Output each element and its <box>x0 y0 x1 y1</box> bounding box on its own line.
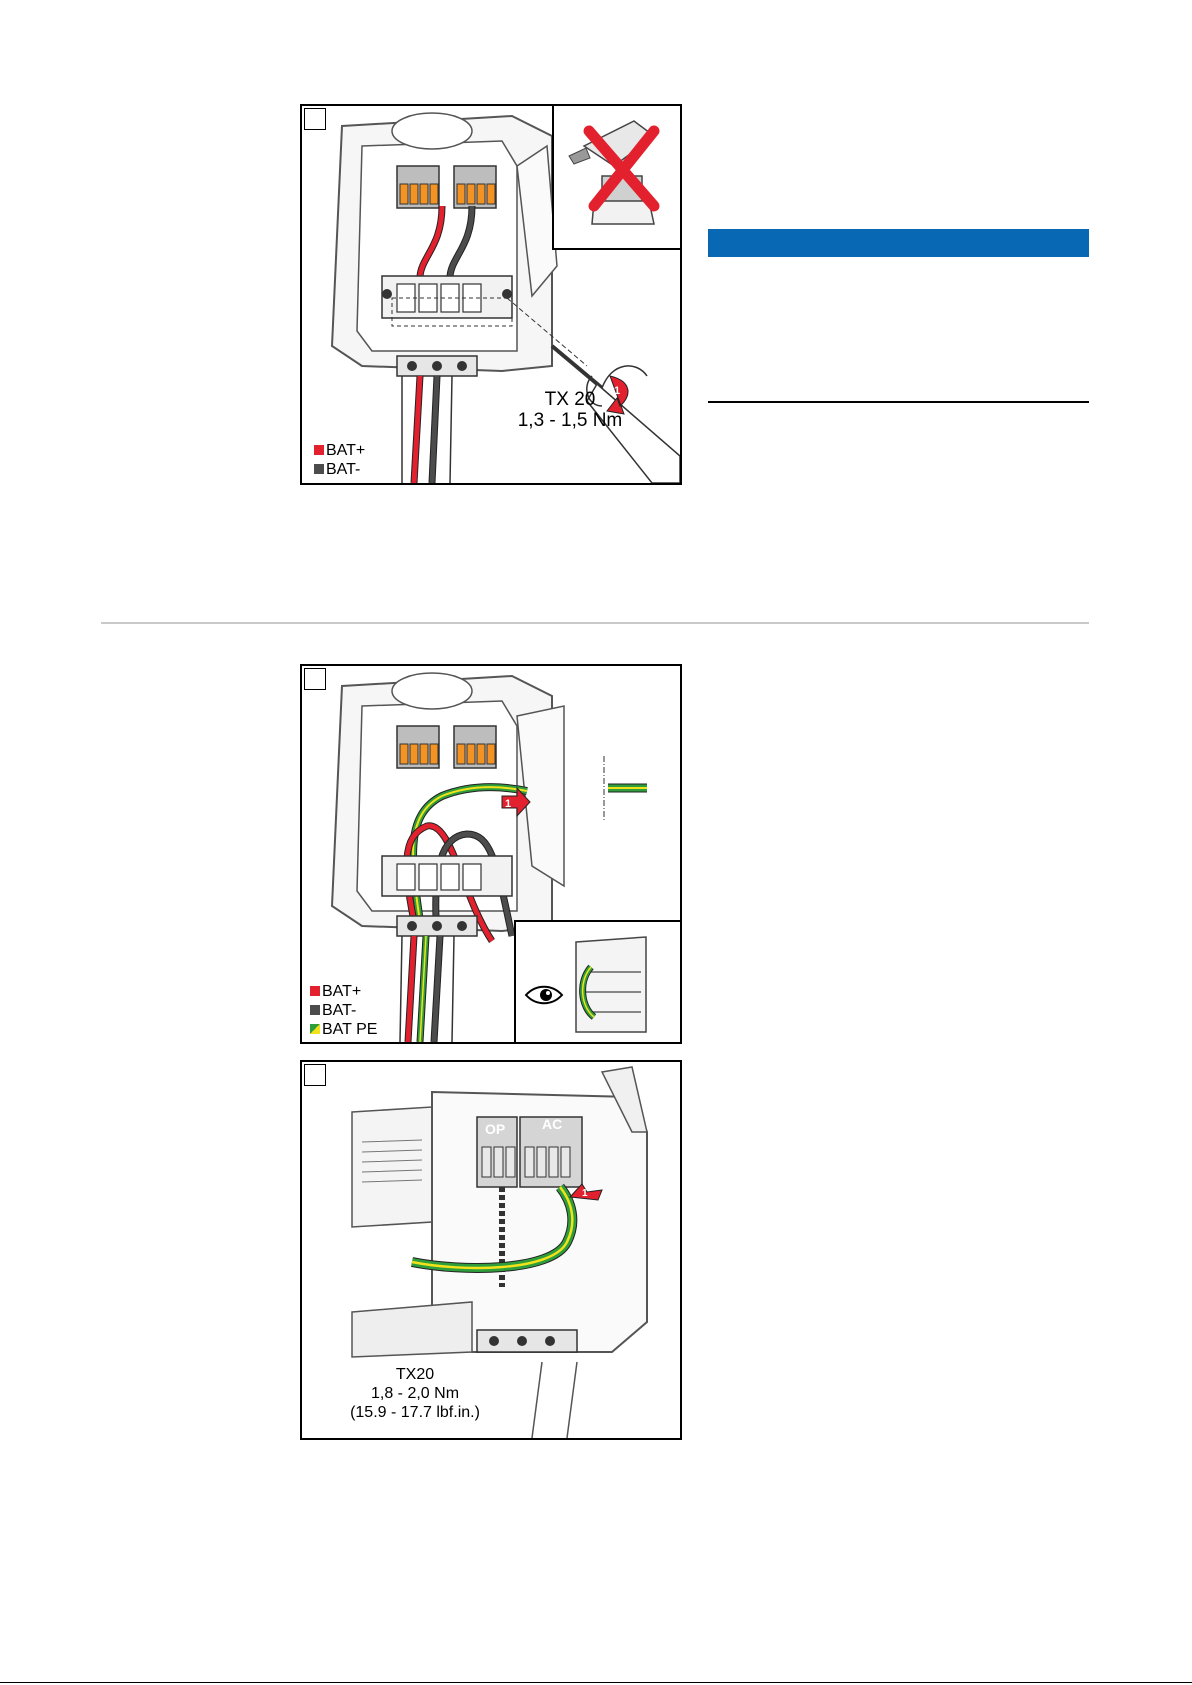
note-bottom-rule <box>708 401 1089 403</box>
step-checkbox <box>304 1064 326 1086</box>
terminal-label-op: OP <box>485 1121 505 1137</box>
wire-legend: BAT+ BAT- BAT PE <box>310 982 377 1039</box>
terminal-label-ac: AC <box>542 1116 562 1132</box>
torque-value-metric: 1,8 - 2,0 Nm <box>320 1384 510 1403</box>
torque-spec: TX20 1,8 - 2,0 Nm (15.9 - 17.7 lbf.in.) <box>320 1365 510 1422</box>
inset-no-power-drill <box>552 106 680 250</box>
terminal-block-right <box>454 166 496 208</box>
note-header-bar <box>708 229 1089 257</box>
legend-item-bat-plus: BAT+ <box>314 441 365 460</box>
legend-item-bat-minus: BAT- <box>310 1001 377 1020</box>
legend-item-bat-minus: BAT- <box>314 460 365 479</box>
page-footer-rule <box>0 1682 1192 1683</box>
figure-bat-pe-routing: 1 BAT+ BAT- BAT PE <box>300 664 682 1044</box>
callout-step-1: 1 <box>582 1188 588 1199</box>
torque-value: 1,3 - 1,5 Nm <box>500 410 640 431</box>
pe-check-illustration <box>516 922 678 1040</box>
figure-pe-ac-connection: OP AC 1 TX20 1,8 - 2,0 Nm (15.9 - 17.7 l… <box>300 1060 682 1440</box>
torque-spec: TX 20 1,3 - 1,5 Nm <box>500 389 640 431</box>
callout-step-1: 1 <box>505 798 511 810</box>
step-checkbox <box>304 108 326 130</box>
inset-pe-check <box>514 920 680 1042</box>
tool-size: TX 20 <box>500 389 640 410</box>
legend-item-bat-plus: BAT+ <box>310 982 377 1001</box>
no-power-drill-icon <box>554 106 678 246</box>
terminal-block-left <box>397 166 439 208</box>
wire-legend: BAT+ BAT- <box>314 441 365 479</box>
torque-value-imperial: (15.9 - 17.7 lbf.in.) <box>320 1403 510 1422</box>
terminal-block-left <box>397 726 439 768</box>
step-checkbox <box>304 668 326 690</box>
tool-size: TX20 <box>320 1365 510 1384</box>
legend-item-bat-pe: BAT PE <box>310 1020 377 1039</box>
eye-icon <box>524 984 564 1006</box>
section-divider <box>101 622 1089 624</box>
terminal-block-right <box>454 726 496 768</box>
figure-battery-terminal-screws: 1 TX 20 1,3 - 1,5 Nm BAT+ BAT- <box>300 104 682 485</box>
